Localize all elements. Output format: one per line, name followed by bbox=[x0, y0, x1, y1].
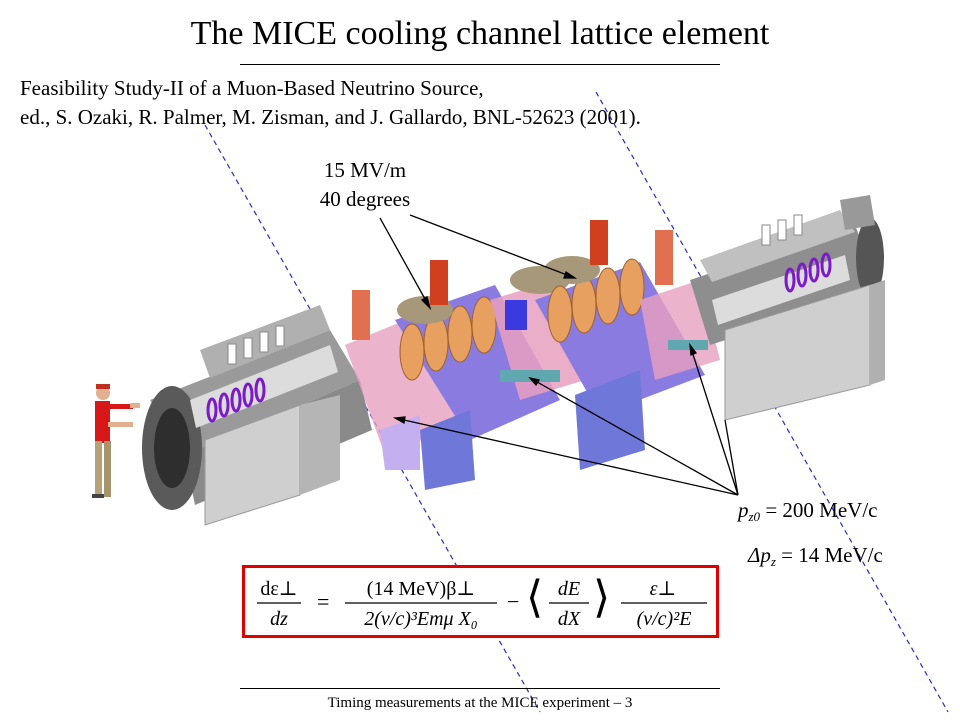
term3-denominator: (v/c)²E bbox=[637, 608, 692, 630]
term3-numerator: ε⊥ bbox=[650, 578, 677, 600]
dpz-symbol: Δp bbox=[748, 543, 771, 567]
reference-citation: Feasibility Study-II of a Muon-Based Neu… bbox=[20, 74, 641, 132]
slide-title: The MICE cooling channel lattice element bbox=[190, 15, 770, 52]
pz0-symbol: p bbox=[738, 498, 749, 522]
reference-line-2: ed., S. Ozaki, R. Palmer, M. Zisman, and… bbox=[20, 105, 641, 129]
rf-phase-label: 40 degrees bbox=[319, 187, 411, 211]
cooling-channel-assembly bbox=[92, 195, 885, 526]
term2-denominator: dX bbox=[558, 608, 581, 630]
left-angle-bracket: ⟨ bbox=[526, 573, 543, 622]
lhs-denominator: dz bbox=[270, 608, 288, 630]
cooling-equation: dε⊥ dz = (14 MeV)β⊥ 2(v/c)³Emμ X₀ − ⟨ dE… bbox=[257, 573, 707, 630]
term1-numerator: (14 MeV)β⊥ bbox=[367, 578, 475, 600]
reference-line-1: Feasibility Study-II of a Muon-Based Neu… bbox=[20, 76, 484, 100]
term1-denominator: 2(v/c)³Emμ X₀ bbox=[364, 608, 478, 630]
slide-footer: Timing measurements at the MICE experime… bbox=[327, 695, 633, 711]
cooling-equation-box: dε⊥ dz = (14 MeV)β⊥ 2(v/c)³Emμ X₀ − ⟨ dE… bbox=[242, 565, 719, 638]
rf-module-2 bbox=[535, 220, 720, 470]
reference-momentum-label: pz0 = 200 MeV/c bbox=[738, 496, 877, 531]
minus-sign: − bbox=[507, 589, 519, 614]
right-angle-bracket: ⟩ bbox=[593, 573, 610, 622]
momentum-spread-label: Δpz = 14 MeV/c bbox=[748, 541, 883, 576]
pz0-subscript: z0 bbox=[748, 509, 761, 524]
momentum-annotation-arrows bbox=[392, 342, 739, 496]
lhs-numerator: dε⊥ bbox=[260, 578, 297, 600]
person-scale-figure bbox=[92, 384, 140, 498]
pz0-value: = 200 MeV/c bbox=[760, 498, 878, 522]
dpz-value: = 14 MeV/c bbox=[775, 543, 883, 567]
rf-module-1 bbox=[345, 260, 560, 490]
equals-sign: = bbox=[317, 589, 329, 614]
rf-gradient-label: 15 MV/m bbox=[323, 158, 407, 182]
right-spectrometer-solenoid bbox=[690, 195, 884, 345]
footer-divider bbox=[240, 688, 720, 689]
rf-annotation-arrows bbox=[379, 214, 578, 311]
rf-cavity-label: 15 MV/m 40 degrees bbox=[280, 156, 450, 214]
term2-numerator: dE bbox=[558, 578, 580, 600]
dpz-subscript: z bbox=[770, 554, 776, 569]
title-divider bbox=[240, 64, 720, 65]
